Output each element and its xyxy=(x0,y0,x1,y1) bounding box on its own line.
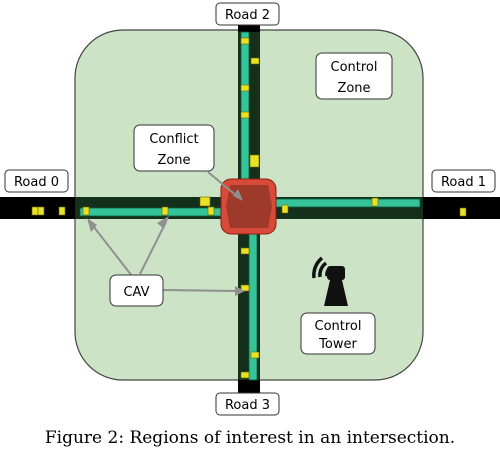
arrow-heads xyxy=(87,189,245,296)
cav-label: CAV xyxy=(123,285,149,300)
control-tower-label-line2: Tower xyxy=(318,337,357,352)
arrow-head xyxy=(235,286,245,296)
vehicle xyxy=(240,371,250,379)
vehicle xyxy=(240,37,250,45)
arrow-cav-2 xyxy=(139,221,167,275)
intersection-diagram: Road 2 Road 0 Road 1 Road 3 Control Zone… xyxy=(0,2,500,416)
road-0-label-box xyxy=(4,169,69,193)
arrow-head xyxy=(233,189,243,201)
road-3-label: Road 3 xyxy=(225,398,270,413)
road-2-label-box xyxy=(215,2,280,26)
signal-arc-middle xyxy=(318,261,328,278)
conflict-zone-label-line2: Zone xyxy=(157,153,190,168)
arrow-head xyxy=(87,218,97,232)
conflict-zone-label-line1: Conflict xyxy=(149,132,198,147)
vehicle xyxy=(240,84,250,92)
vehicle-markers xyxy=(31,37,467,379)
cav-label-box xyxy=(109,274,164,307)
vehicle xyxy=(250,57,260,65)
vehicle xyxy=(82,206,90,216)
tower-head xyxy=(327,266,345,280)
control-tower-icon xyxy=(312,256,348,306)
arrow-head xyxy=(157,216,169,229)
conflict-zone-label-box xyxy=(133,124,215,172)
vehicle xyxy=(371,197,379,207)
control-tower-label-box xyxy=(300,312,376,355)
vehicle xyxy=(240,247,250,255)
control-zone-label-box xyxy=(315,52,393,100)
control-zone-label-line2: Zone xyxy=(337,81,370,96)
vehicle xyxy=(161,206,169,216)
vehicle xyxy=(459,207,467,217)
vehicle xyxy=(58,206,66,216)
lane-west xyxy=(79,207,223,217)
road-2-label: Road 2 xyxy=(225,8,270,23)
lane-east xyxy=(274,198,421,208)
figure-caption: Figure 2: Regions of interest in an inte… xyxy=(44,428,456,448)
arrow-cav-1 xyxy=(89,221,133,277)
road-3-label-box xyxy=(215,392,280,416)
road-0-label: Road 0 xyxy=(14,175,59,190)
tower-body xyxy=(324,280,348,306)
vehicle xyxy=(240,111,250,119)
vehicle xyxy=(281,204,289,214)
road-1-label-box xyxy=(431,169,496,193)
vehicle xyxy=(249,154,260,168)
vehicle xyxy=(199,196,211,207)
arrow-conflict xyxy=(207,171,239,198)
lane-north xyxy=(240,31,250,183)
road-3-stub xyxy=(238,380,260,394)
control-tower-label-line1: Control xyxy=(315,319,362,334)
road-1-label: Road 1 xyxy=(441,175,486,190)
control-zone-label-line1: Control xyxy=(331,60,378,75)
vehicle xyxy=(207,206,215,216)
callout-arrows xyxy=(89,171,239,292)
vehicle xyxy=(37,206,45,216)
vehicle xyxy=(250,351,260,359)
vehicle xyxy=(31,206,39,216)
arrow-cav-3 xyxy=(162,289,239,292)
signal-arc-outer xyxy=(312,256,324,279)
